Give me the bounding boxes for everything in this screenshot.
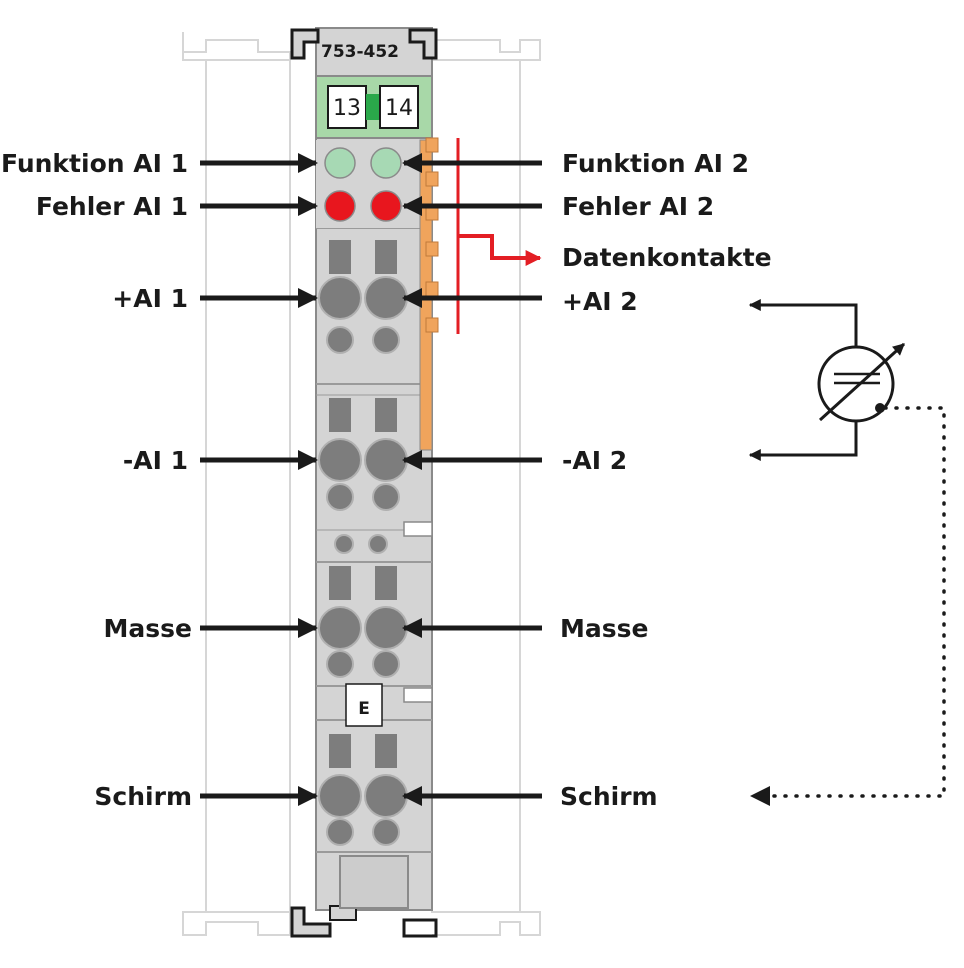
led-function-ai2 [370, 147, 402, 179]
neighbor-module-right-outline [431, 39, 541, 936]
label-plus-ai2: +AI 2 [562, 287, 638, 316]
label-minus-ai1: -AI 1 [123, 446, 188, 475]
label-schirm-left: Schirm [94, 782, 192, 811]
end-marker-box [345, 683, 383, 727]
terminal-group-masse [318, 566, 408, 678]
shield-dotted-line [762, 406, 946, 798]
marker-label-area [315, 75, 433, 139]
label-plus-ai1: +AI 1 [112, 284, 188, 313]
part-number: 753-452 [321, 42, 399, 62]
label-funktion-ai2: Funktion AI 2 [562, 149, 749, 178]
terminal-group-minus-ai [318, 398, 408, 554]
led-error-ai1 [324, 190, 356, 222]
label-masse-left: Masse [104, 614, 192, 643]
terminal-number-14: 14 [385, 96, 413, 121]
led-function-ai1 [324, 147, 356, 179]
label-funktion-ai1: Funktion AI 1 [1, 149, 188, 178]
terminal-number-13: 13 [333, 96, 361, 121]
label-minus-ai2: -AI 2 [562, 446, 627, 475]
end-marker-label: E [358, 699, 370, 719]
label-datenkontakte: Datenkontakte [562, 243, 772, 272]
neighbor-module-left-outline [182, 32, 291, 936]
label-fehler-ai2: Fehler AI 2 [562, 192, 714, 221]
shield-arrow-head-icon [750, 786, 770, 806]
terminal-group-schirm [318, 734, 408, 846]
led-panel [316, 140, 420, 228]
left-arrows [200, 153, 318, 806]
terminal-group-ai [318, 240, 408, 354]
data-contacts [419, 137, 542, 451]
label-masse-right: Masse [560, 614, 648, 643]
label-schirm-right: Schirm [560, 782, 658, 811]
right-arrows [402, 153, 542, 806]
sensor-wiring [748, 299, 858, 461]
sensor-symbol-icon [817, 342, 906, 423]
label-fehler-ai1: Fehler AI 1 [36, 192, 188, 221]
led-error-ai2 [370, 190, 402, 222]
